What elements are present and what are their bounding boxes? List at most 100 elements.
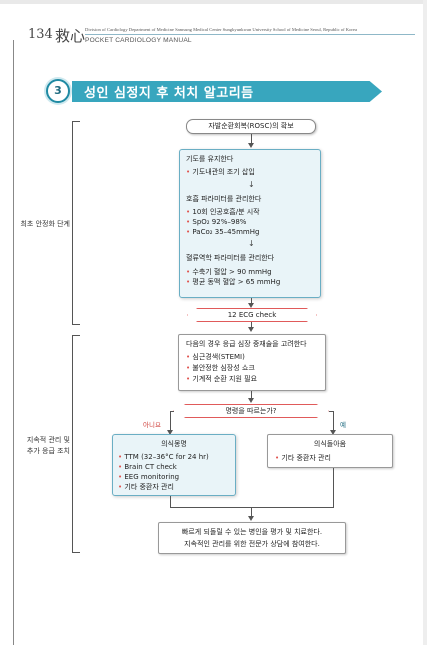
page-number: 134	[28, 27, 53, 42]
breathing-item-text: PaCo₂ 35–45mmHg	[192, 228, 260, 236]
bullet: •	[186, 375, 191, 383]
final-box	[158, 522, 346, 554]
bullet: •	[118, 463, 123, 471]
no-label: 아니요	[143, 421, 161, 429]
comatose-box	[112, 434, 236, 496]
comatose-item-text: EEG monitoring	[124, 473, 180, 481]
intervention-title: 다음의 경우 응급 심장 중재술을 고려한다	[186, 340, 307, 348]
awake-title: 의식돌아옴	[313, 440, 347, 448]
header-kanji: 救心	[55, 27, 86, 45]
awake-box	[267, 434, 393, 468]
branch-line-right	[333, 411, 334, 431]
intervention-box	[178, 334, 326, 391]
hemodynamic-item-text: 평균 동맥 혈압 > 65 mmHg	[192, 278, 281, 286]
section-number-badge: 3	[46, 79, 70, 103]
connector	[251, 507, 252, 517]
hemodynamic-item: • 평균 동맥 혈압 > 65 mmHg	[186, 278, 280, 287]
comatose-title: 의식몽명	[161, 440, 187, 448]
comatose-item: • Brain CT check	[118, 463, 177, 472]
rosc-label: 자발순환회복(ROSC)의 확보	[208, 122, 294, 130]
header-affiliation: Division of Cardiology Department of Med…	[85, 27, 358, 32]
section-title: 성인 심정지 후 처치 알고리듬	[84, 86, 254, 101]
phase-label-ongoing-2: 추가 응급 조치	[26, 447, 70, 455]
bullet: •	[118, 473, 123, 481]
down-arrow-icon: ↓	[248, 180, 255, 189]
branch-line-left	[170, 411, 174, 412]
intervention-item-text: 기계적 순환 지원 필요	[192, 375, 258, 383]
intervention-item-text: 심근경색(STEMI)	[192, 353, 245, 361]
binding-line	[13, 40, 14, 645]
branch-line-left	[170, 411, 171, 431]
phase-label-initial: 최초 안정화 단계	[20, 220, 70, 228]
final-line-1: 빠르게 되돌릴 수 있는 병인을 평가 및 치료한다.	[181, 528, 323, 536]
arrow-head	[248, 398, 254, 403]
arrow-head	[330, 430, 336, 435]
arrow-head	[167, 430, 173, 435]
intervention-item: • 불안정한 심장성 쇼크	[186, 364, 255, 373]
ecg-check-label: 12 ECG check	[227, 311, 277, 319]
bullet: •	[275, 454, 280, 462]
phase-label-ongoing-1: 지속적 관리 및	[26, 436, 70, 444]
breathing-item-text: 10회 인공호흡/분 시작	[192, 208, 260, 216]
hemodynamic-item: • 수축기 혈압 > 90 mmHg	[186, 268, 272, 277]
breathing-item: • SpO₂ 92%–98%	[186, 218, 246, 227]
phase-bracket-ongoing	[72, 335, 80, 553]
intervention-item-text: 불안정한 심장성 쇼크	[192, 364, 255, 372]
stabilization-box	[179, 149, 321, 298]
down-arrow-icon: ↓	[248, 239, 255, 248]
hemodynamic-title: 혈류역학 파라미터를 관리한다	[186, 254, 275, 262]
bullet: •	[118, 483, 123, 491]
merge-line-right	[333, 468, 334, 507]
bullet: •	[186, 168, 191, 176]
rosc-box	[186, 119, 316, 134]
comatose-item: • TTM (32–36°C for 24 hr)	[118, 453, 209, 462]
branch-line-right	[329, 411, 333, 412]
comatose-item: • EEG monitoring	[118, 473, 179, 482]
bullet: •	[186, 278, 191, 286]
bullet: •	[186, 208, 191, 216]
bullet: •	[186, 228, 191, 236]
comatose-item-text: TTM (32–36°C for 24 hr)	[124, 453, 209, 461]
connector	[251, 298, 252, 304]
arrow-head	[248, 143, 254, 148]
awake-item: • 기타 중환자 관리	[275, 454, 331, 463]
comatose-item: • 기타 중환자 관리	[118, 483, 174, 492]
intervention-item: • 심근경색(STEMI)	[186, 353, 245, 362]
hemodynamic-item-text: 수축기 혈압 > 90 mmHg	[192, 268, 272, 276]
airway-title: 기도를 유지한다	[186, 155, 234, 163]
comatose-item-text: Brain CT check	[124, 463, 177, 471]
connector	[251, 391, 252, 399]
connector	[251, 134, 252, 144]
section-banner	[72, 81, 382, 102]
breathing-title: 호흡 파라미터를 관리한다	[186, 195, 262, 203]
arrow-head	[248, 327, 254, 332]
decision-label: 명령을 따르는가?	[225, 407, 277, 415]
merge-line-left	[170, 496, 171, 507]
connector	[251, 322, 252, 328]
awake-item-text: 기타 중환자 관리	[281, 454, 331, 462]
breathing-item: • PaCo₂ 35–45mmHg	[186, 228, 259, 237]
ecg-check-box	[187, 308, 317, 322]
comatose-item-text: 기타 중환자 관리	[124, 483, 174, 491]
page-edge-right	[423, 0, 427, 645]
merge-line	[170, 507, 334, 508]
breathing-item: • 10회 인공호흡/분 시작	[186, 208, 260, 217]
airway-item: • 기도내관의 조기 삽입	[186, 168, 255, 177]
final-line-2: 지속적인 관리를 위한 전문가 상담에 참여한다.	[184, 540, 320, 548]
phase-bracket-initial	[72, 121, 80, 325]
bullet: •	[118, 453, 123, 461]
airway-item-text: 기도내관의 조기 삽입	[192, 168, 255, 176]
intervention-item: • 기계적 순환 지원 필요	[186, 375, 257, 384]
yes-label: 예	[340, 421, 346, 429]
header-rule	[85, 34, 415, 35]
header-manual-title: POCKET CARDIOLOGY MANUAL	[85, 37, 192, 44]
bullet: •	[186, 218, 191, 226]
bullet: •	[186, 268, 191, 276]
bullet: •	[186, 364, 191, 372]
page-edge-top	[0, 0, 427, 4]
arrow-head	[248, 303, 254, 308]
bullet: •	[186, 353, 191, 361]
breathing-item-text: SpO₂ 92%–98%	[192, 218, 247, 226]
arrow-head	[248, 516, 254, 521]
